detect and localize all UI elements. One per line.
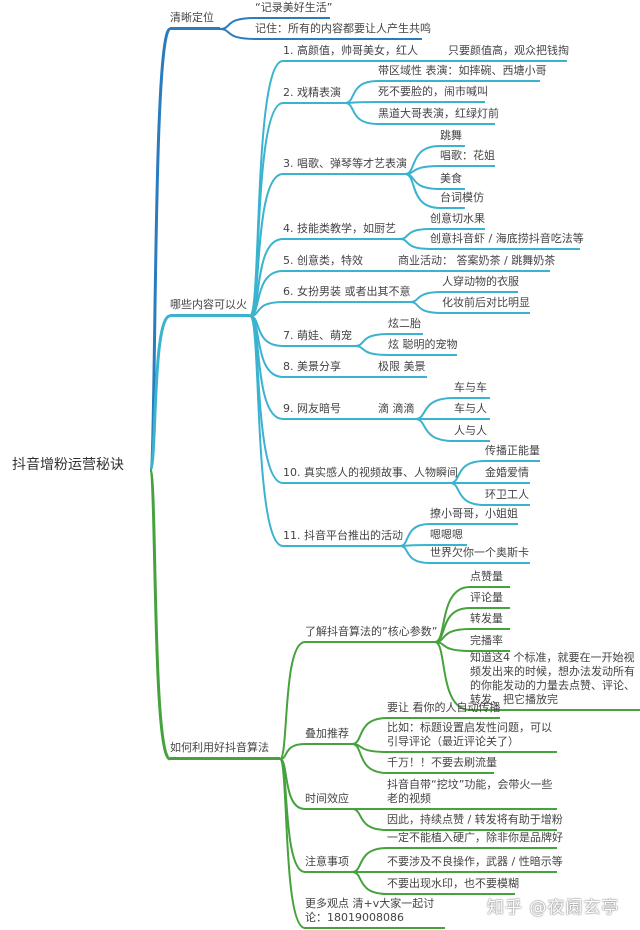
topic-node[interactable]: 抖音自带“挖坟”功能，会带火一些老的视频	[387, 778, 557, 810]
connector-line	[399, 544, 431, 547]
connector-line	[344, 80, 379, 104]
topic-node[interactable]: 传播正能量	[485, 444, 540, 462]
topic-node[interactable]: 商业活动： 答案奶茶 / 跳舞奶茶	[398, 254, 555, 272]
connector-line	[249, 173, 284, 317]
topic-node[interactable]: 嗯嗯嗯	[430, 528, 467, 546]
connector-line	[354, 345, 389, 356]
connector-line	[351, 743, 388, 774]
connector-line	[351, 717, 388, 745]
connector-line	[409, 301, 443, 314]
connector-line	[399, 238, 431, 250]
topic-node[interactable]: 知道这4 个标准，就要在一开始视频发出来的时候，想办法发动所有的你能发动的力量去…	[470, 651, 640, 711]
topic-node[interactable]: 死不要脸的，闹市喊叫	[378, 85, 488, 103]
topic-node[interactable]: 6. 女扮男装 或者出其不意	[283, 285, 411, 303]
topic-node[interactable]: 注意事项	[305, 855, 352, 873]
topic-node[interactable]: 世界欠你一个奥斯卡	[430, 546, 530, 564]
connector-line	[399, 523, 431, 547]
connector-line	[399, 545, 431, 564]
topic-node[interactable]: 比如：标题设置启发性问题，可以引导评论（最近评论关了）	[387, 721, 557, 753]
connector-line	[434, 607, 471, 643]
connector-line	[249, 102, 284, 317]
branch-algorithm[interactable]: 如何利用好抖音算法	[170, 741, 280, 760]
topic-node[interactable]: 炫 聪明的宠物	[388, 338, 458, 356]
topic-node[interactable]: 4. 技能类教学，如厨艺	[283, 222, 400, 240]
topic-node[interactable]: 一定不能植入硬广，除非你是品牌好	[387, 831, 563, 849]
topic-node[interactable]: 跳舞	[440, 129, 465, 147]
topic-node[interactable]: 完播率	[470, 634, 510, 652]
connector-line	[148, 27, 172, 472]
topic-node[interactable]: 只要颜值高，观众把钱掏	[448, 44, 569, 62]
topic-node[interactable]: 记住：所有的内容都要让人产生共鸣	[255, 22, 431, 40]
connector-line	[148, 314, 171, 472]
topic-node[interactable]: 环卫工人	[485, 488, 530, 506]
topic-node[interactable]: 3. 唱歌、弹琴等才艺表演	[283, 157, 407, 175]
connector-line	[414, 397, 455, 420]
connector-line	[409, 291, 443, 303]
connector-line	[404, 173, 441, 209]
connector-line	[279, 641, 306, 760]
topic-node[interactable]: 创意切水果	[430, 212, 485, 230]
topic-node[interactable]: 2. 戏精表演	[283, 86, 345, 104]
branch-positioning[interactable]: 清晰定位	[170, 11, 220, 30]
watermark: 知乎 @夜阑玄亭	[487, 898, 620, 918]
topic-node[interactable]: 因此，持续点赞 / 转发将有助于增粉	[387, 813, 563, 831]
topic-node[interactable]: 带区域性 表演：如摔碗、西塘小哥	[378, 64, 547, 82]
topic-node[interactable]: 创意抖音虾 / 海底捞抖音吃法等	[430, 232, 584, 250]
connector-line	[351, 808, 388, 831]
connector-line	[249, 315, 284, 547]
connector-line	[434, 641, 471, 711]
topic-node[interactable]: 不要出现水印，也不要模糊	[387, 877, 519, 895]
topic-node[interactable]: 9. 网友暗号	[283, 402, 363, 420]
topic-node[interactable]: 撩小哥哥，小姐姐	[430, 507, 518, 525]
topic-node[interactable]: 车与人	[454, 402, 490, 420]
connector-line	[219, 17, 256, 30]
topic-node[interactable]: 5. 创意类，特效	[283, 254, 363, 272]
topic-node[interactable]: 滴 滴滴	[378, 402, 415, 420]
topic-node[interactable]: 要让 看你的人自动传播	[387, 701, 501, 719]
topic-node[interactable]: 金婚爱情	[485, 466, 530, 484]
topic-node[interactable]: 不要涉及不良操作，武器 / 性暗示等	[387, 855, 563, 873]
topic-node[interactable]: 人穿动物的衣服	[442, 275, 519, 293]
connector-line	[351, 847, 388, 873]
topic-node[interactable]: 点赞量	[470, 570, 510, 588]
topic-node[interactable]: 7. 萌娃、萌宠	[283, 329, 355, 347]
topic-node[interactable]: 1. 高颜值，帅哥美女，红人	[283, 44, 443, 62]
connector-line	[449, 482, 486, 506]
topic-node[interactable]: “记录美好生活”	[255, 1, 332, 19]
topic-node[interactable]: 更多观点 清+v大家一起讨论：18019008086	[305, 897, 445, 929]
topic-node[interactable]: 美食	[440, 172, 465, 190]
topic-node[interactable]: 转发量	[470, 612, 510, 630]
connector-line	[404, 145, 441, 175]
topic-node[interactable]: 叠加推荐	[305, 727, 352, 745]
topic-node[interactable]: 人与人	[454, 424, 490, 442]
topic-node[interactable]: 11. 抖音平台推出的活动	[283, 529, 403, 547]
topic-node[interactable]: 化妆前后对比明显	[442, 296, 530, 314]
topic-node[interactable]: 时间效应	[305, 792, 352, 810]
topic-node[interactable]: 台词模仿	[440, 191, 484, 209]
topic-node[interactable]: 千万！！不要去刷流量	[387, 756, 497, 774]
topic-node[interactable]: 黑道大哥表演，红绿灯前	[378, 107, 499, 125]
topic-node[interactable]: 唱歌：花姐	[440, 149, 495, 167]
topic-node[interactable]: 炫二胎	[388, 317, 423, 335]
connector-line	[399, 228, 431, 240]
topic-node[interactable]: 极限 美景	[378, 360, 427, 378]
topic-node[interactable]: 了解抖音算法的”核心参数”	[305, 625, 437, 643]
connector-line	[219, 28, 256, 40]
connector-line	[414, 418, 455, 442]
topic-node[interactable]: 8. 美景分享	[283, 360, 341, 378]
connector-line	[344, 101, 379, 104]
topic-node[interactable]: 评论量	[470, 591, 510, 609]
topic-node[interactable]: 10. 真实感人的视频故事、人物瞬间	[283, 466, 458, 484]
connector-line	[148, 468, 172, 761]
root-topic[interactable]: 抖音增粉运营秘诀	[12, 457, 124, 473]
connector-line	[344, 102, 379, 125]
connector-line	[279, 758, 306, 929]
connector-line	[354, 333, 389, 347]
topic-node[interactable]: 车与车	[454, 381, 490, 399]
branch-viral-content[interactable]: 哪些内容可以火	[170, 298, 250, 317]
connector-line	[351, 871, 388, 895]
